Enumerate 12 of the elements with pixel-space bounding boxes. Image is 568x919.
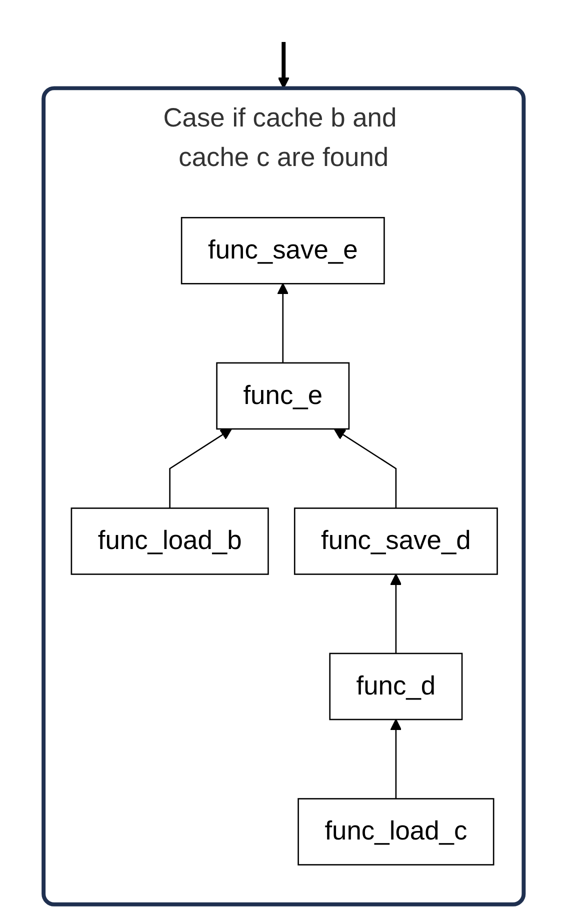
arrow xyxy=(170,428,232,508)
node-box: func_load_c xyxy=(298,798,495,865)
arrow xyxy=(390,718,402,798)
node-box: func_save_d xyxy=(294,507,498,574)
node-box: func_save_e xyxy=(181,216,386,284)
node-box: func_d xyxy=(330,652,464,720)
arrow xyxy=(334,428,397,508)
arrow xyxy=(278,42,290,88)
arrow xyxy=(277,282,290,362)
node-box: func_load_b xyxy=(71,507,270,574)
arrow xyxy=(390,573,402,653)
node-box: func_e xyxy=(216,362,350,430)
